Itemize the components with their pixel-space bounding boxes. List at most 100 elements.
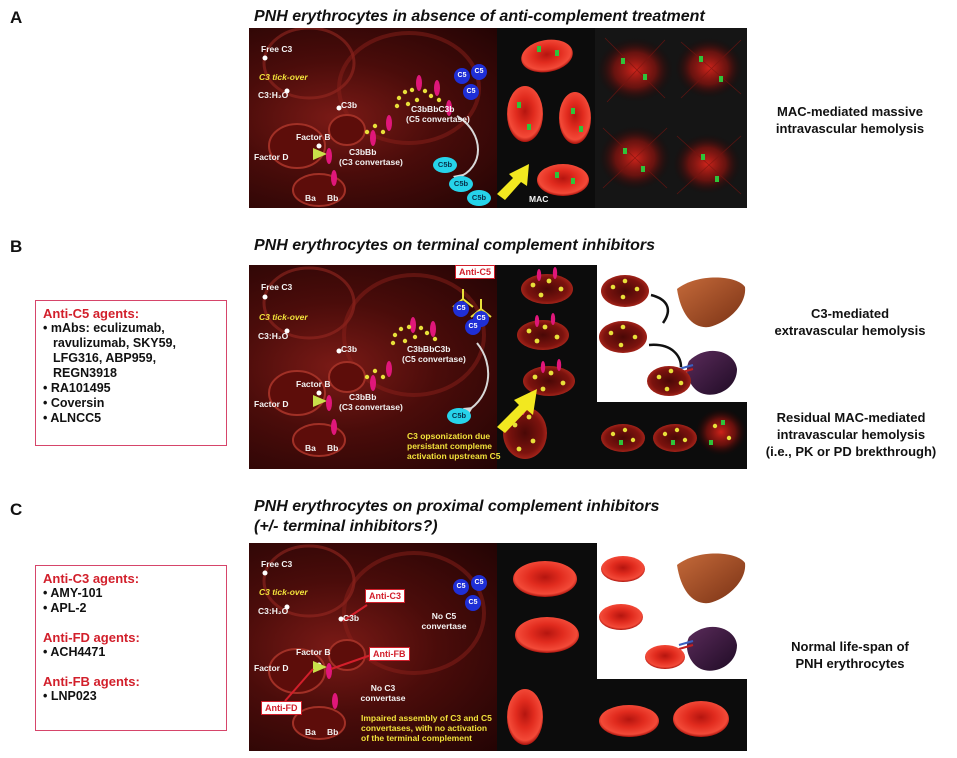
panel-c-complement-scene: Free C3 C3 tick-over C3:H₂O C3b Factor B… <box>249 543 497 751</box>
note-line: C3 opsonization due <box>407 431 491 441</box>
panel-c-normal-cells <box>497 543 597 679</box>
panel-b-outcome-residual: Residual MAC-mediated intravascular hemo… <box>752 409 950 460</box>
c5-molecule: C5 <box>454 68 470 84</box>
outcome-line: extravascular hemolysis <box>774 323 926 338</box>
panel-a-title: PNH erythrocytes in absence of anti-comp… <box>254 8 705 25</box>
anti-c5-tag: Anti-C5 <box>455 265 495 279</box>
panel-c-circulating-cells-art <box>507 689 729 745</box>
outcome-line: (i.e., PK or PD brekthrough) <box>765 444 937 459</box>
panel-c-normal-cells-art <box>513 561 579 653</box>
panel-b-title: PNH erythrocytes on terminal complement … <box>254 237 655 254</box>
panel-c-impaired-note: Impaired assembly of C3 and C5 convertas… <box>361 713 497 743</box>
panel-c-title: PNH erythrocytes on proximal complement … <box>254 497 659 537</box>
agent-item: • ACH4471 <box>43 645 106 659</box>
label-bb: Bb <box>327 193 339 203</box>
note-line: activation upstream C5 <box>407 451 501 461</box>
c5b-molecule: C5b <box>449 176 473 192</box>
agent-item: • mAbs: eculizumab, <box>43 321 165 335</box>
label-line: No C3 <box>370 683 396 693</box>
title-line: PNH erythrocytes on proximal complement … <box>254 498 660 515</box>
panel-b-outcome-extravascular: C3-mediated extravascular hemolysis <box>760 305 940 339</box>
note-line: convertases, with no activation <box>361 723 488 733</box>
outcome-line: Normal life-span of <box>791 639 909 654</box>
anti-fd-agents-heading: Anti-FD agents: <box>43 630 140 645</box>
anti-c5-agents-heading: Anti-C5 agents: <box>43 306 140 321</box>
panel-c-organs-art <box>599 553 746 671</box>
label-factor-d: Factor D <box>254 663 289 673</box>
label-c3h2o: C3:H₂O <box>258 90 289 100</box>
c5-molecule: C5 <box>465 319 481 335</box>
panel-b-opsonized-cells: C3 opsonization due persistant compleme … <box>407 265 597 469</box>
label-free-c3: Free C3 <box>261 282 293 292</box>
label-c3b: C3b <box>343 613 360 623</box>
label-free-c3: Free C3 <box>261 44 293 54</box>
agent-item: ravulizumab, SKY59, <box>53 336 176 350</box>
label-c3b: C3b <box>341 100 358 110</box>
panel-a-lysed-cells <box>595 28 747 208</box>
panel-c-outcome: Normal life-span of PNH erythrocytes <box>760 638 940 672</box>
agent-item: LFG316, ABP959, <box>53 351 157 365</box>
label-no-c5-convertase: No C5 convertase <box>419 611 469 631</box>
label-factor-d: Factor D <box>254 399 289 409</box>
title-line: (+/- terminal inhibitors?) <box>254 518 438 535</box>
note-line: Impaired assembly of C3 and C5 <box>361 713 492 723</box>
panel-a-outcome: MAC-mediated massive intravascular hemol… <box>760 103 940 137</box>
proximal-agents-box: Anti-C3 agents: • AMY-101 • APL-2 Anti-F… <box>35 565 227 731</box>
label-c3bbbc3b: C3bBbC3b <box>411 104 455 114</box>
panel-b-opsonization-note: C3 opsonization due persistant compleme … <box>407 431 557 461</box>
label-no-c3-convertase: No C3 convertase <box>353 683 413 703</box>
anti-fb-agents-heading: Anti-FB agents: <box>43 674 140 689</box>
anti-c3-tag: Anti-C3 <box>365 589 405 603</box>
c5-molecule: C5 <box>463 84 479 100</box>
label-ba: Ba <box>305 727 316 737</box>
outcome-line: Residual MAC-mediated <box>776 410 926 425</box>
agent-item: • LNP023 <box>43 689 97 703</box>
label-bb: Bb <box>327 443 339 453</box>
note-line: persistant compleme <box>407 441 493 451</box>
label-c5-convertase: (C5 convertase) <box>406 114 470 124</box>
label-c3-convertase: (C3 convertase) <box>339 402 403 412</box>
label-factor-b: Factor B <box>296 379 331 389</box>
label-factor-b: Factor B <box>296 647 331 657</box>
c5b-molecule: C5b <box>467 190 491 206</box>
label-line: convertase <box>360 693 406 703</box>
panel-a-scene-art <box>262 28 481 207</box>
outcome-line: intravascular hemolysis <box>775 121 925 136</box>
label-c3bbbc3b: C3bBbC3b <box>407 344 451 354</box>
label-free-c3: Free C3 <box>261 559 293 569</box>
panel-b-extravascular-organs <box>597 265 747 402</box>
label-c3bbb: C3bBb <box>349 392 377 402</box>
panel-b-residual-mac-cells <box>597 402 747 469</box>
agent-item: REGN3918 <box>53 366 117 380</box>
c5-molecule: C5 <box>465 595 481 611</box>
panel-c-circulating-cells <box>497 679 747 751</box>
label-ba: Ba <box>305 193 316 203</box>
panel-b-residual-mac-art <box>601 408 747 456</box>
panel-b-organs-art <box>599 275 746 396</box>
panel-b-opsonized-cells-art <box>497 267 575 459</box>
outcome-line: MAC-mediated massive <box>777 104 923 119</box>
label-c3b: C3b <box>341 344 358 354</box>
panel-a-letter: A <box>10 8 23 27</box>
anti-c3-agents-heading: Anti-C3 agents: <box>43 571 140 586</box>
anti-fd-tag: Anti-FD <box>261 701 302 715</box>
outcome-line: intravascular hemolysis <box>776 427 926 442</box>
outcome-line: C3-mediated <box>810 306 890 321</box>
agent-item: • RA101495 <box>43 381 111 395</box>
panel-c-organs <box>597 543 747 679</box>
label-line: convertase <box>421 621 467 631</box>
label-c3h2o: C3:H₂O <box>258 331 289 341</box>
anti-c5-agents-box: Anti-C5 agents: • mAbs: eculizumab, ravu… <box>35 300 227 446</box>
label-c5-convertase: (C5 convertase) <box>402 354 466 364</box>
agent-item: • ALNCC5 <box>43 411 102 425</box>
label-line: No C5 <box>431 611 457 621</box>
label-factor-b: Factor B <box>296 132 331 142</box>
label-c3-tick-over: C3 tick-over <box>259 587 308 597</box>
label-c3-convertase: (C3 convertase) <box>339 157 403 167</box>
panel-c-scene-art <box>262 544 486 740</box>
label-factor-d: Factor D <box>254 152 289 162</box>
panel-a-lysed-cells-art <box>597 37 743 195</box>
label-ba: Ba <box>305 443 316 453</box>
agent-item: • AMY-101 <box>43 586 103 600</box>
c5-molecule: C5 <box>453 301 469 317</box>
